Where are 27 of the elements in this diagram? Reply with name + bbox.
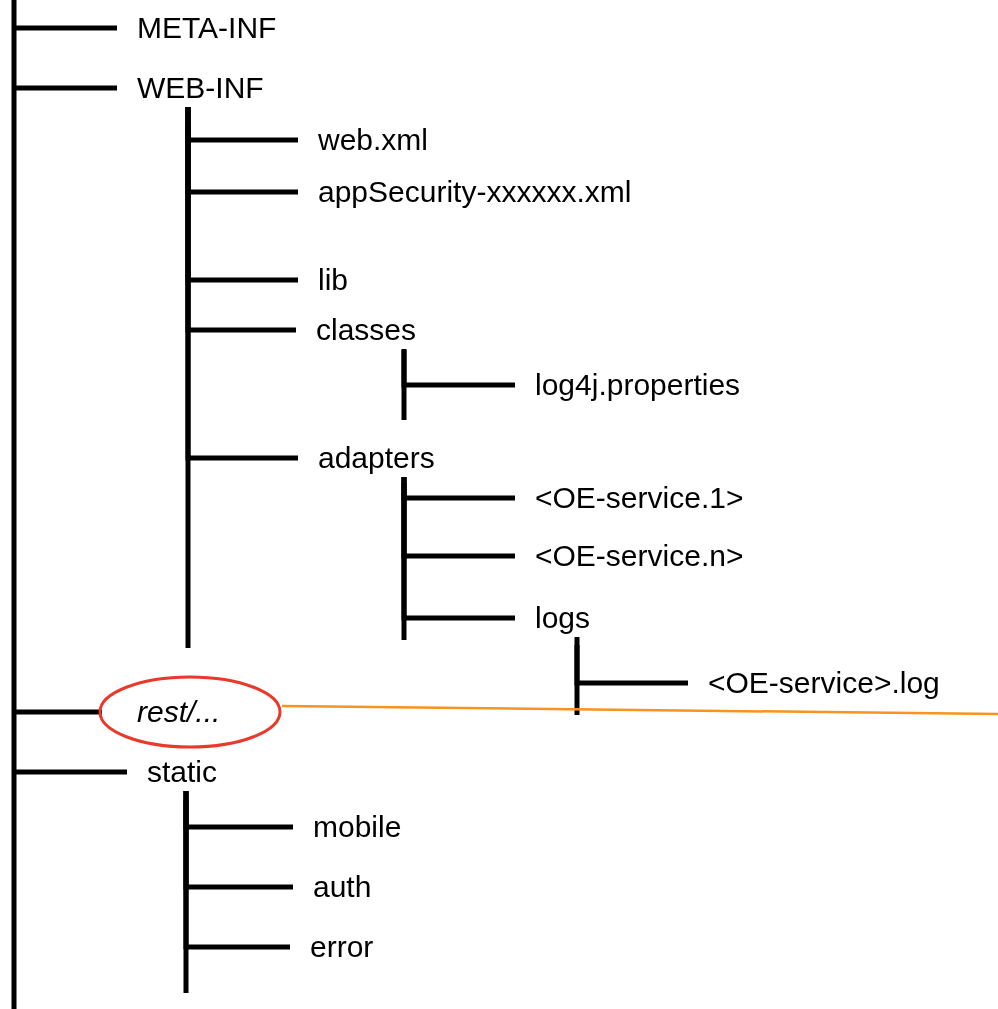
tree-branch bbox=[183, 791, 290, 950]
file-name: mobile bbox=[313, 810, 402, 844]
file-name: adapters bbox=[318, 441, 435, 475]
tree-branch bbox=[401, 349, 515, 388]
file-name: <OE-service.n> bbox=[535, 539, 744, 573]
tree-branch bbox=[574, 637, 688, 686]
file-name: auth bbox=[313, 870, 372, 904]
file-name: classes bbox=[316, 313, 417, 347]
file-name: appSecurity-xxxxxx.xml bbox=[318, 175, 632, 209]
file-name: lib bbox=[318, 263, 348, 297]
tree-branch bbox=[14, 709, 102, 715]
tree-branch bbox=[185, 107, 298, 461]
file-name: <OE-service.1> bbox=[535, 481, 744, 515]
file-name: log4j.properties bbox=[535, 368, 741, 402]
tree-branch bbox=[14, 25, 117, 31]
file-name: static bbox=[147, 755, 218, 789]
file-name: web.xml bbox=[318, 123, 429, 157]
file-name: <OE-service>.log bbox=[708, 666, 940, 700]
tree-branch bbox=[14, 85, 117, 91]
file-name: WEB-INF bbox=[137, 71, 264, 105]
file-name: META-INF bbox=[137, 11, 277, 45]
tree-branch bbox=[401, 477, 515, 621]
highlight-ellipse bbox=[98, 675, 282, 749]
folder-name: rest/... bbox=[137, 695, 221, 729]
tree-branch bbox=[14, 769, 127, 775]
file-name: error bbox=[310, 930, 374, 964]
file-name: logs bbox=[535, 601, 591, 635]
